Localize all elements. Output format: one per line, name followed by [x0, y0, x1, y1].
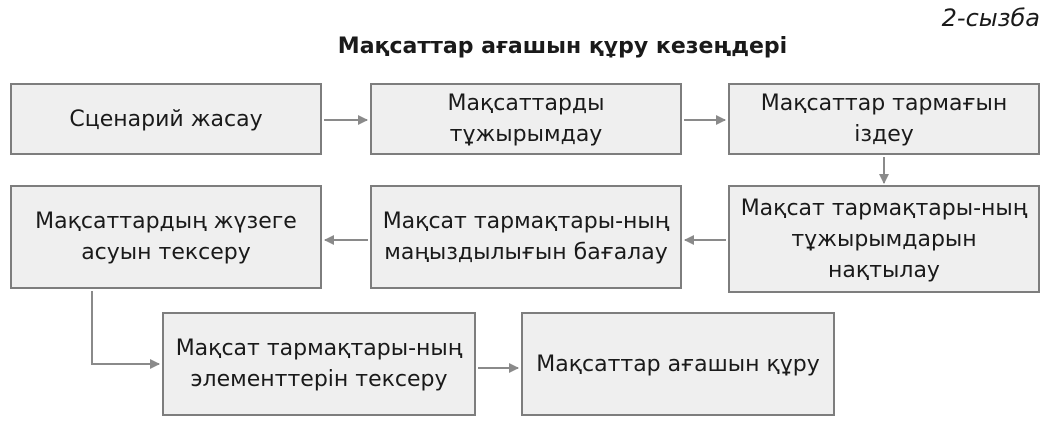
step-check-implementation: Мақсаттардың жүзеге асуын тексеру	[10, 185, 322, 289]
step-evaluate-importance-label: Мақсат тармақтары-ның маңыздылығын бағал…	[382, 209, 670, 265]
step-check-elements-label: Мақсат тармақтары-ның элементтерін тексе…	[175, 336, 463, 392]
arrow-6-to-7	[91, 291, 160, 369]
step-evaluate-importance: Мақсат тармақтары-ның маңыздылығын бағал…	[370, 185, 682, 289]
step-formulate-goals-label: Мақсаттарды тұжырымдау	[447, 91, 605, 147]
diagram-title: Мақсаттар ағашын құру кезеңдері	[337, 34, 788, 59]
step-formulate-goals: Мақсаттарды тұжырымдау	[370, 83, 682, 155]
step-check-implementation-label: Мақсаттардың жүзеге асуын тексеру	[35, 209, 297, 265]
step-search-branches: Мақсаттар тармағын іздеу	[728, 83, 1040, 155]
step-check-elements: Мақсат тармақтары-ның элементтерін тексе…	[162, 312, 476, 416]
step-search-branches-label: Мақсаттар тармағын іздеу	[760, 91, 1008, 147]
scheme-label: 2-сызба	[941, 4, 1040, 32]
step-clarify-formulations: Мақсат тармақтары-ның тұжырымдарын нақты…	[728, 185, 1040, 293]
step-scenario: Сценарий жасау	[10, 83, 322, 155]
step-build-goal-tree-label: Мақсаттар ағашын құру	[536, 351, 820, 377]
step-clarify-formulations-label: Мақсат тармақтары-ның тұжырымдарын нақты…	[740, 195, 1028, 283]
step-scenario-label: Сценарий жасау	[69, 106, 263, 132]
step-build-goal-tree: Мақсаттар ағашын құру	[521, 312, 835, 416]
